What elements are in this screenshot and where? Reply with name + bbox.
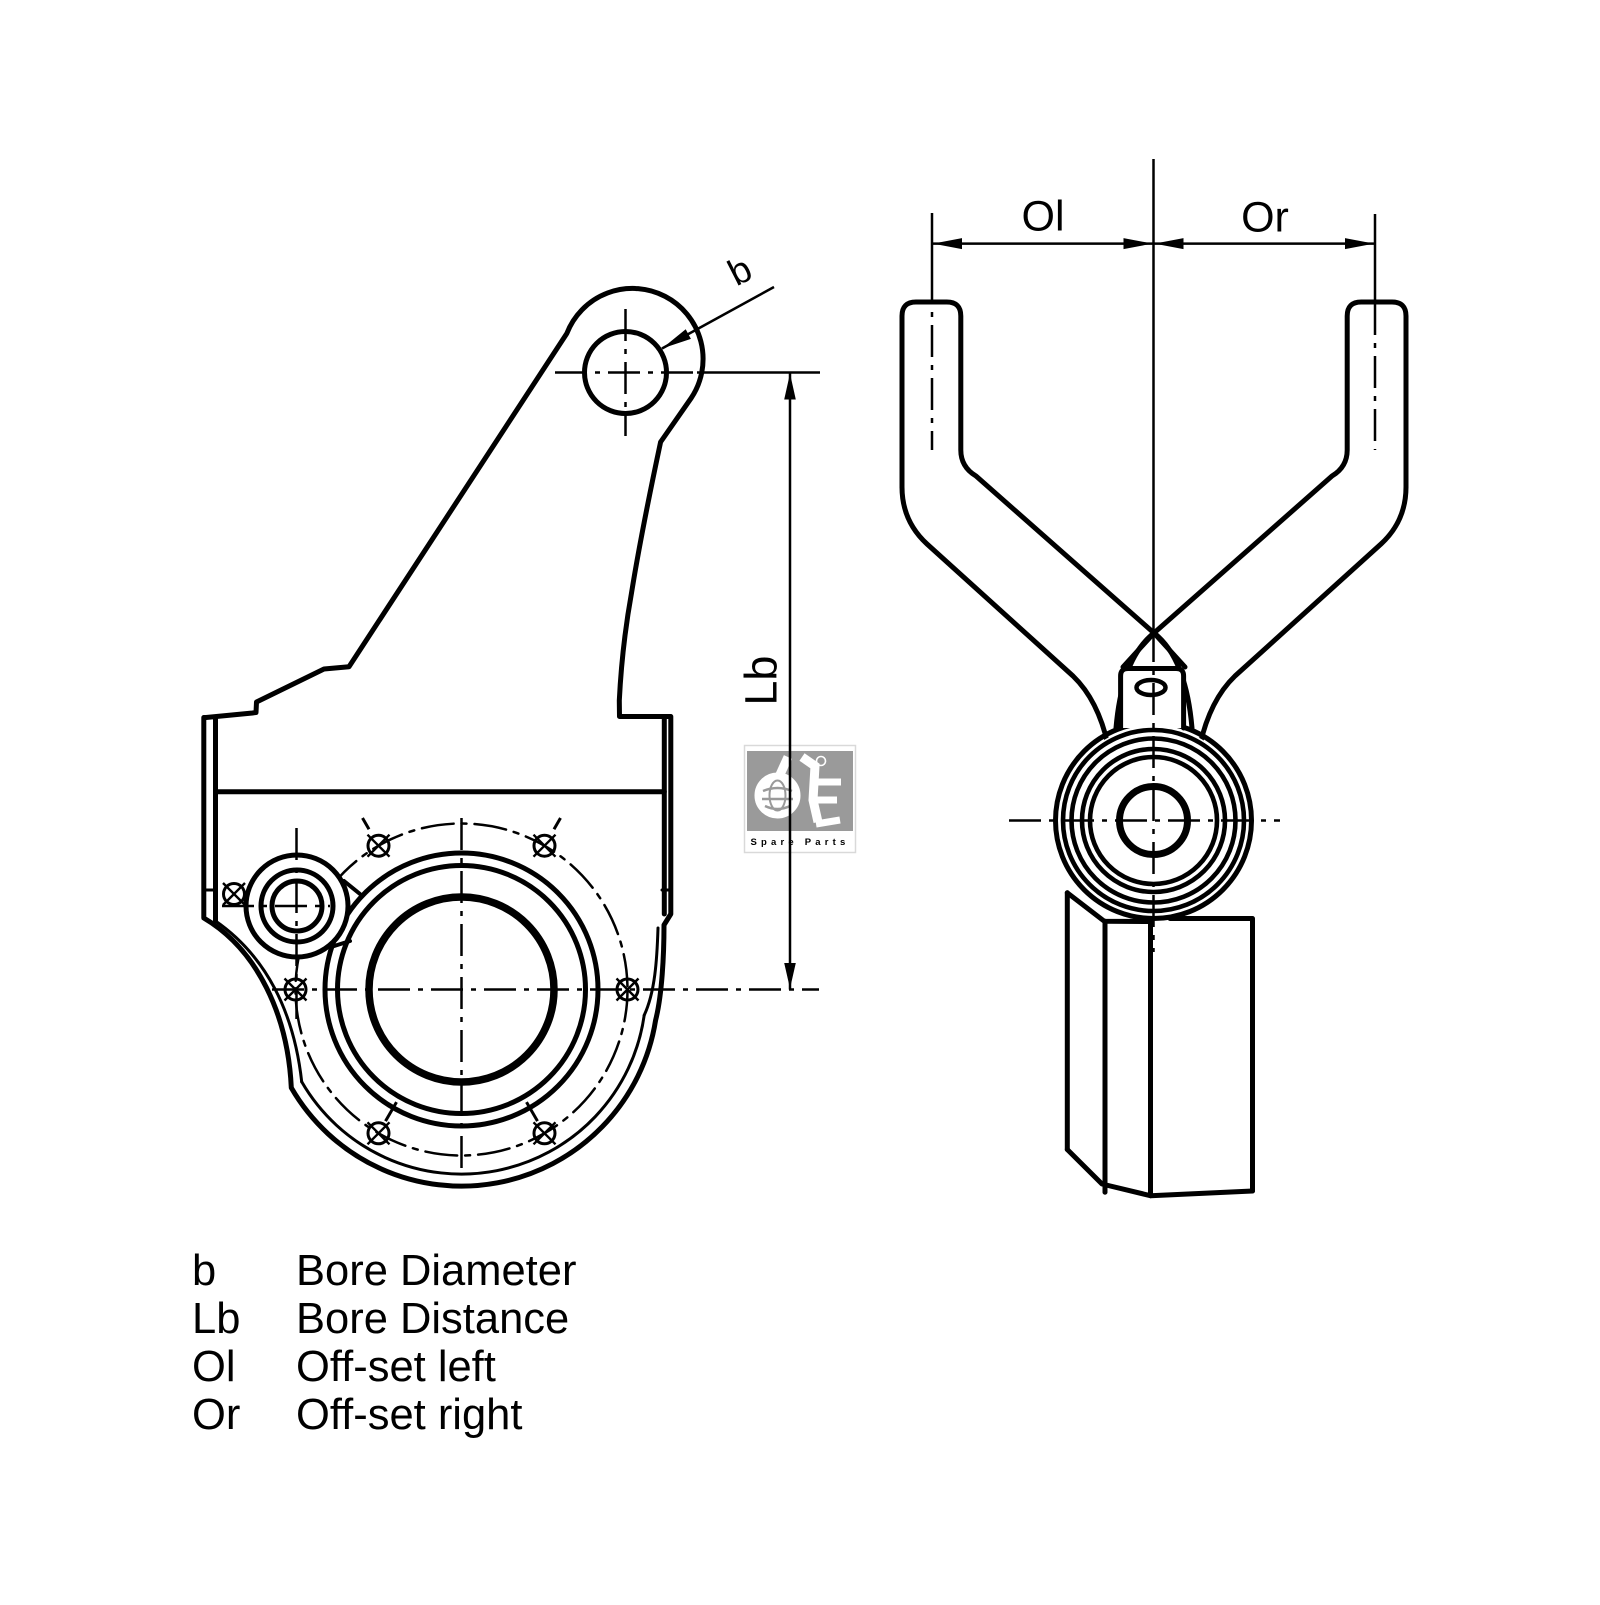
svg-text:Bore Diameter: Bore Diameter [296,1247,576,1295]
svg-text:Spare Parts: Spare Parts [750,837,849,848]
svg-text:b: b [192,1247,216,1295]
svg-text:Or: Or [1241,194,1289,242]
svg-text:Lb: Lb [192,1295,240,1343]
svg-text:Off-set right: Off-set right [296,1391,522,1439]
svg-text:Bore Distance: Bore Distance [296,1295,569,1343]
svg-text:Ol: Ol [1022,193,1065,241]
svg-text:Lb: Lb [736,656,787,706]
svg-text:Or: Or [192,1391,240,1439]
svg-text:Off-set left: Off-set left [296,1343,496,1391]
svg-text:Ol: Ol [192,1343,236,1391]
